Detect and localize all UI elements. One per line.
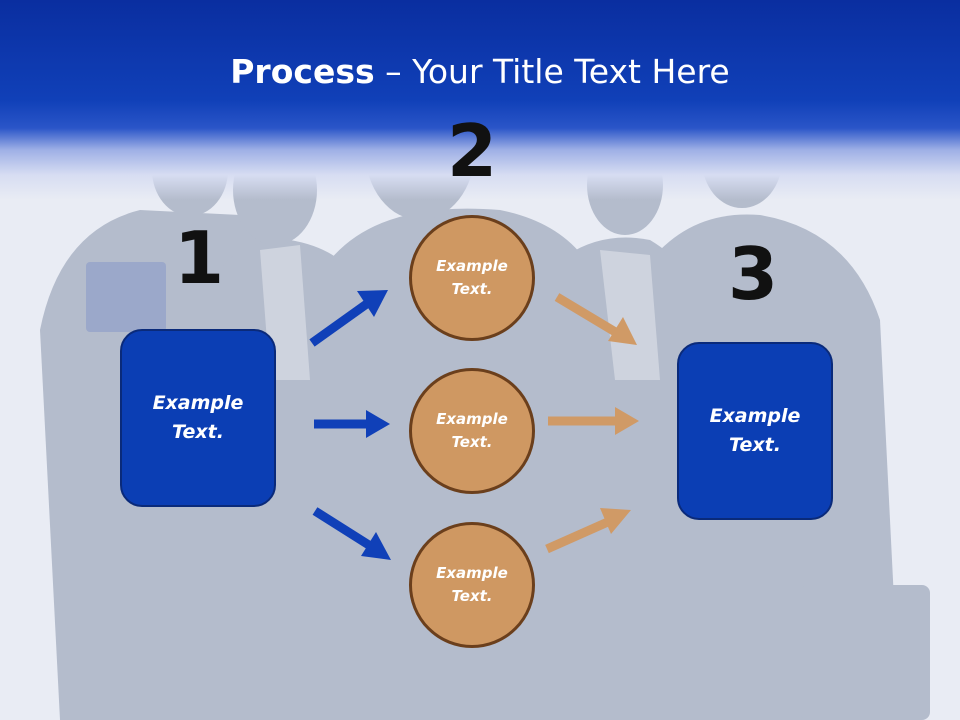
title-rest: – Your Title Text Here [374,52,730,91]
step-3-text-line2: Text. [729,434,781,456]
circle-top-line2: Text. [451,280,493,298]
arrow-from-circle-bottom [545,508,631,554]
arrow-to-circle-bottom [312,507,391,560]
arrow-from-circle-middle [548,407,639,435]
arrow-to-circle-middle [314,410,390,438]
title-banner [0,0,960,200]
circle-middle-line1: Example [436,410,508,428]
step-2-circle-middle: Example Text. [409,368,535,494]
slide-title: Process – Your Title Text Here [0,52,960,91]
step-number-3: 3 [727,232,779,316]
step-1-text-line1: Example [152,392,244,414]
arrow-to-circle-top [309,290,388,347]
step-2-circle-top: Example Text. [409,215,535,341]
step-3-box: Example Text. [677,342,833,520]
circle-bottom-line1: Example [436,564,508,582]
arrow-from-circle-top [554,293,637,345]
circle-middle-line2: Text. [451,433,493,451]
step-1-box: Example Text. [120,329,276,507]
circle-bottom-line2: Text. [451,587,493,605]
title-bold: Process [230,52,375,91]
step-number-1: 1 [173,216,225,300]
step-1-text-line2: Text. [172,421,224,443]
step-number-2: 2 [446,109,498,193]
step-2-circle-bottom: Example Text. [409,522,535,648]
step-3-text-line1: Example [709,405,801,427]
circle-top-line1: Example [436,257,508,275]
